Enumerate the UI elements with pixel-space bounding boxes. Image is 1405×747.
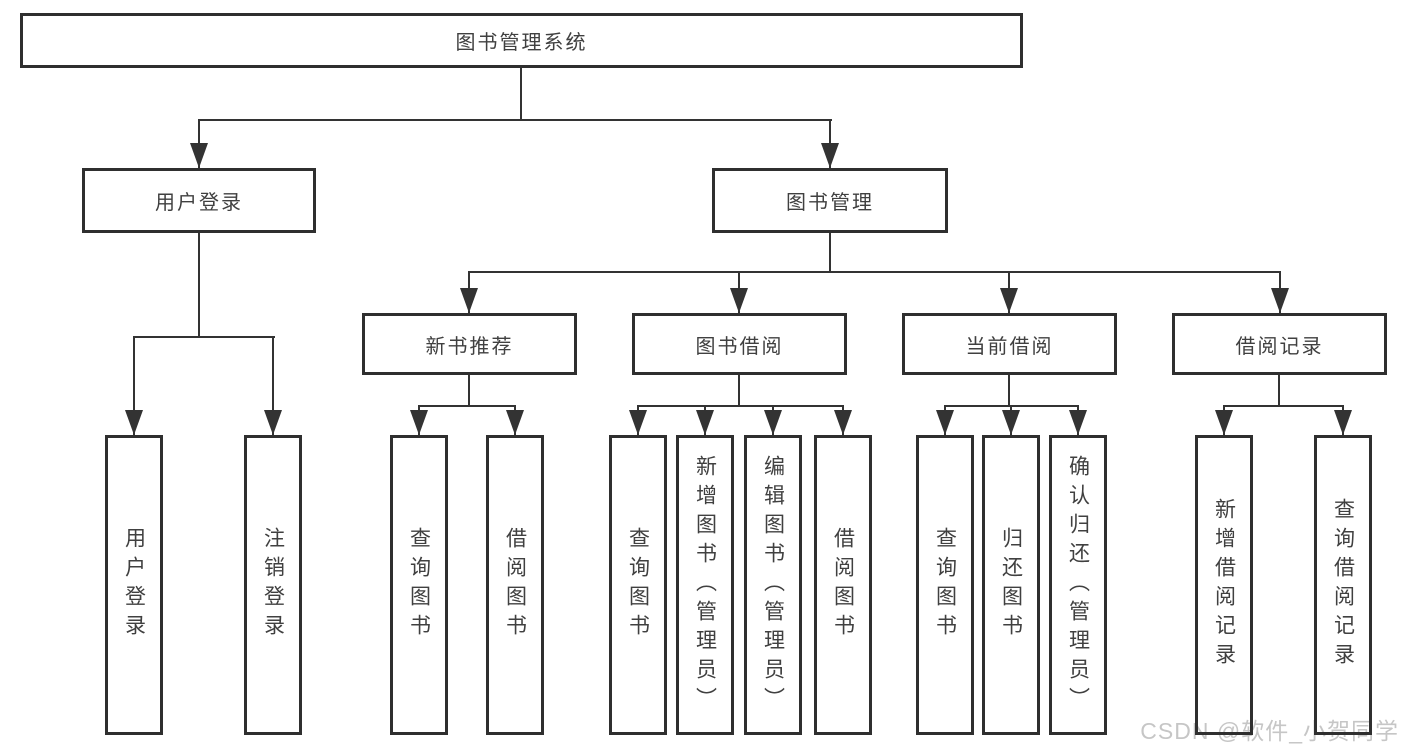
arrowhead-down-icon (696, 410, 714, 435)
leaf-label: 注销登录 (261, 527, 285, 643)
leaf-label: 新增图书（管理员） (693, 454, 717, 716)
connector-branch-down (468, 375, 470, 406)
node-new-book-recommendation: 新书推荐 (362, 313, 577, 375)
leaf-query-books: 查询图书 (916, 435, 974, 735)
leaf-borrow-books: 借阅图书 (814, 435, 872, 735)
leaf-confirm-return-admin: 确认归还（管理员） (1049, 435, 1107, 735)
arrowhead-down-icon (506, 410, 524, 435)
connector-branch-down (1278, 375, 1280, 406)
connector-leaf-hline (945, 405, 1079, 407)
arrowhead-down-icon (1002, 410, 1020, 435)
connector-leaf-stem (272, 336, 274, 435)
arrowhead-down-icon (629, 410, 647, 435)
connector-user-login-down (198, 233, 200, 337)
arrowhead-down-icon (125, 410, 143, 435)
csdn-watermark: CSDN @软件_小贺同学 (1140, 718, 1399, 744)
leaf-label: 用户登录 (122, 527, 146, 643)
connector-leaf-hline (419, 405, 516, 407)
arrowhead-down-icon (410, 410, 428, 435)
node-label: 图书管理 (786, 192, 874, 214)
connector-book-mgmt-hline (468, 271, 1281, 273)
arrowhead-down-icon (190, 143, 208, 168)
node-library-management-system: 图书管理系统 (20, 13, 1023, 68)
leaf-label: 归还图书 (999, 527, 1023, 643)
leaf-label: 查询图书 (626, 527, 650, 643)
node-borrowing-records: 借阅记录 (1172, 313, 1387, 375)
leaf-label: 查询图书 (407, 527, 431, 643)
arrowhead-down-icon (1334, 410, 1352, 435)
arrowhead-down-icon (730, 288, 748, 313)
leaf-query-borrow-record: 查询借阅记录 (1314, 435, 1372, 735)
arrowhead-down-icon (764, 410, 782, 435)
leaf-edit-books-admin: 编辑图书（管理员） (744, 435, 802, 735)
arrowhead-down-icon (460, 288, 478, 313)
node-user-login: 用户登录 (82, 168, 316, 233)
connector-root-hline (198, 119, 832, 121)
arrowhead-down-icon (821, 143, 839, 168)
leaf-label: 查询图书 (933, 527, 957, 643)
leaf-label: 借阅图书 (831, 527, 855, 643)
node-current-borrowing: 当前借阅 (902, 313, 1117, 375)
leaf-user-login: 用户登录 (105, 435, 163, 735)
connector-branch-down (1008, 375, 1010, 406)
leaf-query-books: 查询图书 (390, 435, 448, 735)
node-label: 用户登录 (155, 192, 243, 214)
connector-branch-down (738, 375, 740, 406)
leaf-label: 借阅图书 (503, 527, 527, 643)
arrowhead-down-icon (1000, 288, 1018, 313)
arrowhead-down-icon (1215, 410, 1233, 435)
leaf-label: 编辑图书（管理员） (761, 454, 785, 716)
leaf-query-books: 查询图书 (609, 435, 667, 735)
connector-book-mgmt-down (829, 233, 831, 272)
node-label: 图书管理系统 (455, 32, 588, 54)
node-label: 借阅记录 (1235, 335, 1324, 358)
arrowhead-down-icon (1069, 410, 1087, 435)
node-label: 图书借阅 (695, 335, 784, 358)
connector-leaf-hline (1224, 405, 1344, 407)
arrowhead-down-icon (264, 410, 282, 435)
leaf-add-borrow-record: 新增借阅记录 (1195, 435, 1253, 735)
arrowhead-down-icon (1271, 288, 1289, 313)
node-book-borrowing: 图书借阅 (632, 313, 847, 375)
connector-root-stem (520, 68, 522, 120)
node-label: 新书推荐 (425, 335, 514, 358)
leaf-logout: 注销登录 (244, 435, 302, 735)
leaf-return-books: 归还图书 (982, 435, 1040, 735)
node-label: 当前借阅 (965, 335, 1054, 358)
connector-leaf-stem (133, 336, 135, 435)
connector-leaf-hline (638, 405, 844, 407)
leaf-borrow-books: 借阅图书 (486, 435, 544, 735)
leaf-add-books-admin: 新增图书（管理员） (676, 435, 734, 735)
leaf-label: 查询借阅记录 (1331, 498, 1355, 672)
leaf-label: 确认归还（管理员） (1066, 454, 1090, 716)
node-book-management: 图书管理 (712, 168, 948, 233)
arrowhead-down-icon (936, 410, 954, 435)
arrowhead-down-icon (834, 410, 852, 435)
leaf-label: 新增借阅记录 (1212, 498, 1236, 672)
connector-user-login-hline (133, 336, 275, 338)
